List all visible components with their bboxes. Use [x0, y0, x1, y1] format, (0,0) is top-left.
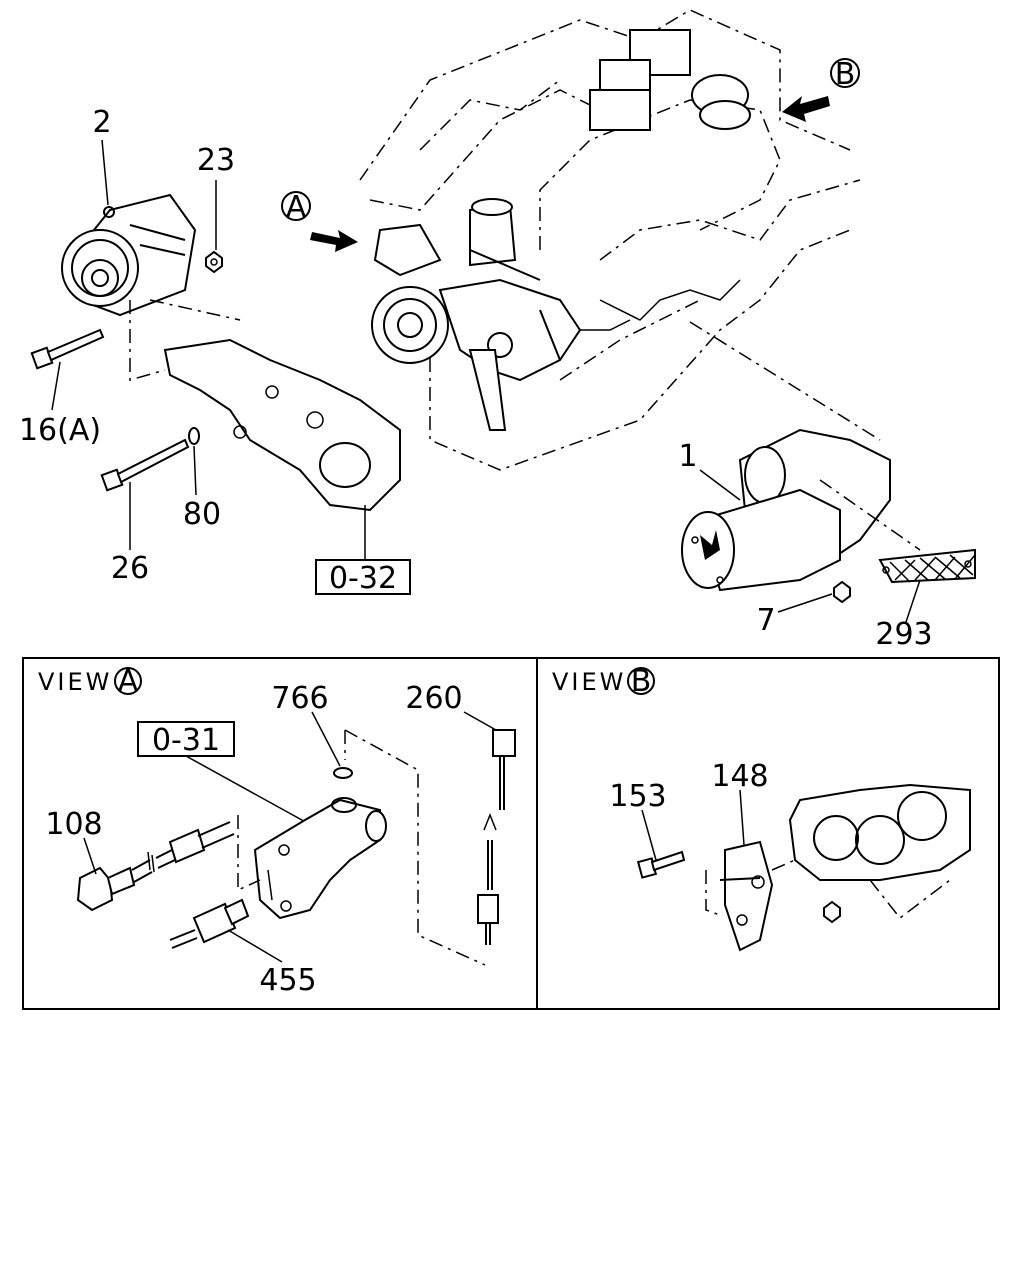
- leader-1: [699, 469, 741, 501]
- view-a-title: VIEW: [38, 668, 112, 696]
- engine-block: [359, 9, 861, 471]
- nut-23: [205, 250, 223, 274]
- callout-260: 260: [405, 681, 462, 716]
- strap-293: [878, 548, 976, 584]
- leader-293: [905, 579, 921, 623]
- leader-16a: [51, 361, 61, 411]
- water-pump-assembly: [371, 198, 582, 431]
- ref-box-032: [315, 559, 411, 595]
- sensor-108: [76, 821, 235, 912]
- leader-7: [777, 593, 833, 613]
- starter-motor: [681, 321, 921, 592]
- nut-7: [833, 580, 851, 604]
- leader-031: [185, 755, 321, 831]
- view-b-marker: [627, 667, 655, 695]
- arrow-a: [310, 230, 358, 252]
- alternator-bracket: [129, 299, 401, 512]
- leader-766: [311, 711, 341, 767]
- washer-80: [188, 427, 200, 445]
- ref-031: 0-31: [152, 723, 220, 758]
- callout-23: 23: [197, 143, 235, 178]
- ref-032: 0-32: [329, 561, 397, 596]
- leader-455: [227, 929, 283, 963]
- callout-7: 7: [756, 603, 775, 638]
- view-b-panel: [536, 657, 1000, 1010]
- leader-260: [463, 711, 497, 731]
- marker-a: A: [281, 190, 311, 225]
- cylinder-head-view-b: [788, 783, 971, 920]
- callout-455: 455: [259, 963, 316, 998]
- callout-293: 293: [875, 617, 932, 652]
- alternator: [61, 193, 197, 317]
- callout-80: 80: [183, 497, 221, 532]
- marker-b-letter: B: [835, 57, 856, 92]
- view-a-marker: [114, 667, 142, 695]
- callout-108: 108: [45, 807, 102, 842]
- callout-26: 26: [111, 551, 149, 586]
- bolt-16a: [30, 328, 105, 370]
- bolt-26: [100, 438, 190, 492]
- oring-766: [333, 767, 353, 779]
- bracket-148: [705, 840, 796, 952]
- callout-1: 1: [678, 439, 697, 474]
- view-b-title: VIEW: [552, 668, 626, 696]
- thermostat-housing: [253, 797, 387, 920]
- leader-153: [641, 809, 657, 861]
- callout-766: 766: [271, 681, 328, 716]
- callout-148: 148: [711, 759, 768, 794]
- leader-2: [101, 139, 109, 206]
- sensor-455: [169, 898, 250, 949]
- view-a-letter: A: [118, 664, 139, 699]
- nut-view-b: [823, 900, 841, 924]
- view-b-letter: B: [631, 664, 652, 699]
- leader-80: [193, 445, 197, 496]
- callout-153: 153: [609, 779, 666, 814]
- arrow-b: [782, 96, 830, 122]
- callout-16a: 16(A): [19, 413, 101, 448]
- marker-b: B: [830, 57, 860, 92]
- marker-a-letter: A: [286, 190, 307, 225]
- leader-148: [739, 789, 745, 846]
- leader-108: [83, 837, 97, 875]
- bolt-153: [636, 850, 686, 879]
- callout-2: 2: [92, 105, 111, 140]
- sensor-260: [477, 729, 516, 945]
